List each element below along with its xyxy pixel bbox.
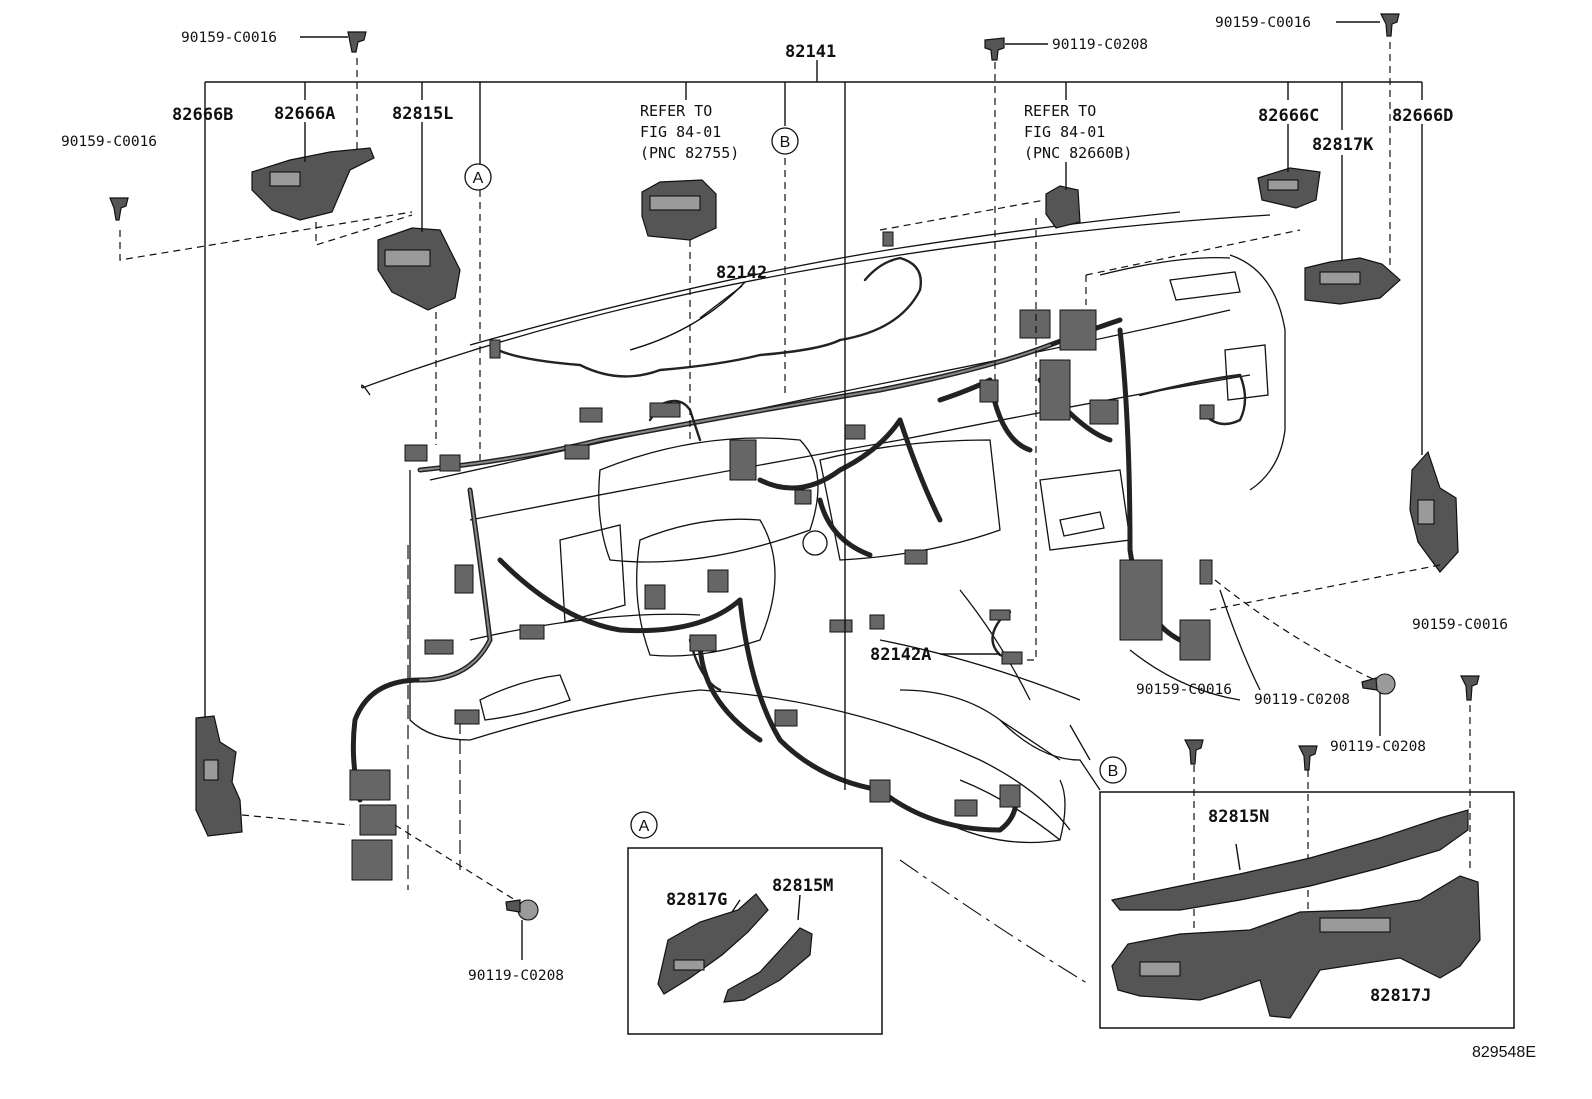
label-82817j: 82817J (1370, 986, 1431, 1006)
label-82142a: 82142A (870, 645, 931, 665)
bolt-icon-b-left (1184, 739, 1204, 765)
refer-note-1-line3: (PNC 82755) (640, 144, 739, 162)
svg-text:A: A (639, 818, 650, 835)
label-82815l: 82815L (392, 104, 453, 124)
refer-block-82755 (641, 179, 717, 241)
relay-block-82666a (251, 147, 375, 221)
label-bolt-top-left: 90159-C0016 (181, 30, 277, 46)
relay-block-82666b (195, 715, 243, 837)
clip-icon-right (1361, 673, 1396, 695)
relay-block-82666c (1257, 167, 1321, 209)
label-82817g: 82817G (666, 890, 727, 910)
label-82666d: 82666D (1392, 106, 1453, 126)
label-82815n: 82815N (1208, 807, 1269, 827)
clip-icon-top-center (984, 37, 1005, 61)
label-82142: 82142 (716, 263, 767, 283)
label-82666a: 82666A (274, 104, 335, 124)
refer-note-2-line2: FIG 84-01 (1024, 123, 1105, 141)
label-82141: 82141 (785, 42, 836, 62)
inset-a (627, 847, 883, 1035)
refer-note-1-line2: FIG 84-01 (640, 123, 721, 141)
callout-a-top: A (464, 163, 492, 191)
label-bolt-b-left: 90159-C0016 (1136, 682, 1232, 698)
label-bolt-top-right: 90159-C0016 (1215, 15, 1311, 31)
label-bolt-left: 90159-C0016 (61, 134, 157, 150)
bolt-icon-b-center (1298, 745, 1318, 771)
refer-block-82660b (1045, 185, 1081, 229)
solid-leaders (204, 21, 1423, 960)
marker-circle (802, 530, 828, 556)
svg-text:A: A (473, 170, 484, 187)
svg-text:B: B (780, 134, 791, 151)
main-wire-harness (350, 256, 1247, 833)
callout-b-top: B (771, 127, 799, 155)
label-bolt-right: 90159-C0016 (1412, 617, 1508, 633)
inset-b (1099, 791, 1515, 1029)
callout-a-inset: A (630, 811, 658, 839)
harness-connectors (349, 231, 1215, 881)
label-82817k: 82817K (1312, 135, 1374, 155)
refer-note-2-line3: (PNC 82660B) (1024, 144, 1132, 162)
relay-block-82666d (1409, 450, 1459, 573)
clip-icon-bottom-left (505, 899, 539, 921)
svg-text:B: B (1108, 763, 1119, 780)
label-82815m: 82815M (772, 876, 833, 896)
label-clip-b-center: 90119-C0208 (1254, 692, 1350, 708)
label-82666c: 82666C (1258, 106, 1319, 126)
label-82666b: 82666B (172, 105, 233, 125)
figure-reference: 829548E (1472, 1044, 1536, 1061)
refer-note-1-line1: REFER TO (640, 102, 712, 120)
refer-note-2-line1: REFER TO (1024, 102, 1096, 120)
bolt-icon-left (109, 197, 129, 221)
label-clip-top-center: 90119-C0208 (1052, 37, 1148, 53)
label-clip-bottom-left: 90119-C0208 (468, 968, 564, 984)
label-clip-right: 90119-C0208 (1330, 739, 1426, 755)
bracket-82817k (1304, 257, 1401, 305)
bolt-icon-top-left (347, 31, 367, 53)
bracket-82815l (377, 227, 461, 311)
callout-b-inset: B (1099, 756, 1127, 784)
bolt-icon-right (1460, 675, 1480, 701)
bolt-icon-top-right (1380, 13, 1400, 37)
